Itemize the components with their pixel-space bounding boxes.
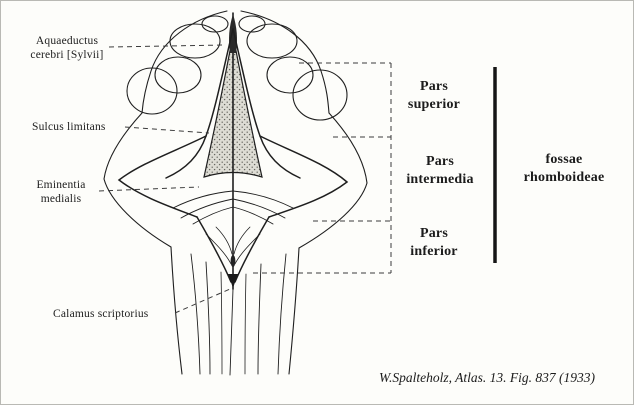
label-eminentia-medialis: Eminentia medialis (23, 178, 99, 207)
label-fossae-line2: rhomboideae (523, 170, 605, 186)
brainstem-outline (103, 10, 368, 376)
label-eminentia-line2: medialis (40, 193, 82, 206)
label-aquaeductus-cerebri: Aquaeductus cerebri [Sylvii] (21, 34, 113, 63)
label-eminentia-line1: Eminentia (36, 179, 86, 191)
label-calamus-scriptorius: Calamus scriptorius (53, 308, 149, 320)
figure-caption: W.Spalteholz, Atlas. 13. Fig. 837 (1933) (379, 370, 595, 385)
label-pars-inferior-line2: inferior (410, 244, 458, 260)
label-pars-superior-line2: superior (407, 97, 461, 113)
bracket-lines (253, 62, 392, 274)
label-pars-intermedia: Pars intermedia (389, 153, 491, 189)
leader-lines (98, 44, 231, 314)
label-pars-intermedia-line1: Pars (425, 154, 454, 169)
label-fossae-line1: fossae (545, 152, 583, 167)
label-pars-superior-line1: Pars (419, 79, 448, 94)
label-fossae-rhomboideae: fossae rhomboideae (507, 151, 621, 187)
label-aquaeductus-line2: cerebri [Sylvii] (30, 49, 104, 62)
label-pars-superior: Pars superior (391, 78, 477, 114)
label-aquaeductus-line1: Aquaeductus (35, 35, 99, 47)
label-pars-inferior: Pars inferior (391, 225, 477, 261)
label-sulcus-limitans: Sulcus limitans (32, 121, 106, 133)
label-pars-inferior-line1: Pars (419, 226, 448, 241)
label-pars-intermedia-line2: intermedia (406, 172, 474, 188)
